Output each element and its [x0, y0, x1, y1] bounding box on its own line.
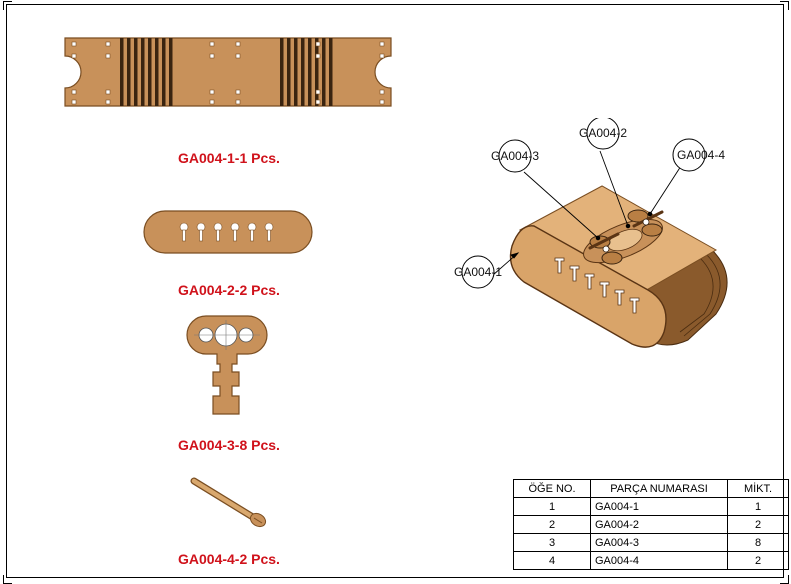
strip-hole: [315, 41, 321, 47]
bom-cell-item-no: 3: [513, 533, 591, 552]
bom-cell-item-no: 2: [513, 515, 591, 534]
strip-hole: [209, 53, 215, 59]
part-ga004-1-drawing: [64, 37, 392, 107]
part-label-ga004-3: GA004-3-8 Pcs.: [178, 437, 280, 453]
strip-hole: [105, 53, 111, 59]
strip-hole: [379, 89, 385, 95]
strip-slot: [141, 38, 145, 106]
corner-mark-top-right: [780, 1, 789, 10]
corner-mark-bottom-left: [3, 575, 12, 584]
strip-slot: [169, 38, 173, 106]
strip-slot: [120, 38, 124, 106]
bom-cell-quantity: 2: [727, 551, 789, 570]
plate-key-slot: [267, 229, 271, 242]
strip-hole: [105, 89, 111, 95]
balloon-ga004-3: GA004-3: [491, 139, 539, 173]
strip-slot: [155, 38, 159, 106]
strip-hole: [379, 53, 385, 59]
strip-hole: [315, 89, 321, 95]
strip-hole: [235, 53, 241, 59]
balloon-ga004-1: GA004-1: [454, 255, 502, 289]
corner-mark-top-left: [3, 1, 12, 10]
strip-hole: [71, 41, 77, 47]
strip-hole: [235, 41, 241, 47]
strip-slot: [148, 38, 152, 106]
strip-hole: [105, 41, 111, 47]
balloon-text-ga004-4: GA004-4: [677, 148, 725, 162]
strip-slot: [127, 38, 131, 106]
assembly-front-key-slots: [554, 257, 640, 314]
table-row: 1 GA004-1 1: [513, 497, 789, 516]
balloon-ga004-4: GA004-4: [672, 138, 725, 172]
plate-key-slot: [250, 229, 254, 242]
strip-hole: [379, 99, 385, 105]
assembly-view: GA004-3 GA004-2 GA004-4 GA004-1: [454, 118, 728, 348]
plate-key-slot: [216, 229, 220, 242]
strip-hole: [379, 41, 385, 47]
strip-slot: [280, 38, 284, 106]
assembly-pins: [588, 210, 664, 250]
part-ga004-4-drawing: [190, 477, 267, 528]
strip-slot: [329, 38, 333, 106]
strip-hole: [235, 99, 241, 105]
balloon-ga004-2: GA004-2: [579, 118, 627, 150]
strip-hole: [209, 99, 215, 105]
strip-slot: [315, 38, 319, 106]
strip-hole: [235, 89, 241, 95]
strip-hole: [315, 99, 321, 105]
bom-header-quantity: MİKT.: [727, 479, 789, 498]
plate-key-slot: [182, 229, 186, 242]
bom-header-part-number: PARÇA NUMARASI: [590, 479, 728, 498]
strip-hole: [71, 99, 77, 105]
balloon-text-ga004-1: GA004-1: [454, 265, 502, 279]
part-ga004-2-drawing: [143, 210, 313, 254]
bom-table: ÖĞE NO. PARÇA NUMARASI MİKT. 1 GA004-1 1…: [513, 479, 789, 570]
strip-slot: [134, 38, 138, 106]
drawing-frame: [6, 4, 784, 578]
bom-cell-part-number: GA004-4: [590, 551, 728, 570]
plate-key-slot: [199, 229, 203, 242]
balloon-text-ga004-3: GA004-3: [491, 149, 539, 163]
bom-cell-part-number: GA004-1: [590, 497, 728, 516]
strip-slot: [322, 38, 326, 106]
strip-hole: [71, 89, 77, 95]
bom-cell-quantity: 2: [727, 515, 789, 534]
bom-cell-item-no: 4: [513, 551, 591, 570]
bom-cell-part-number: GA004-2: [590, 515, 728, 534]
strip-slot: [301, 38, 305, 106]
strip-hole: [209, 41, 215, 47]
strip-hole: [209, 89, 215, 95]
balloon-text-ga004-2: GA004-2: [579, 126, 627, 140]
part-label-ga004-4: GA004-4-2 Pcs.: [178, 551, 280, 567]
bom-cell-item-no: 1: [513, 497, 591, 516]
bom-cell-quantity: 8: [727, 533, 789, 552]
strip-slot: [162, 38, 166, 106]
plate-key-slot: [233, 229, 237, 242]
bom-header-item-no: ÖĞE NO.: [513, 479, 591, 498]
bom-cell-part-number: GA004-3: [590, 533, 728, 552]
table-row: 4 GA004-4 2: [513, 551, 789, 570]
strip-hole: [105, 99, 111, 105]
part-label-ga004-1: GA004-1-1 Pcs.: [178, 150, 280, 166]
corner-mark-bottom-right: [780, 575, 789, 584]
table-row: 3 GA004-3 8: [513, 533, 789, 552]
strip-hole: [315, 53, 321, 59]
strip-slot: [308, 38, 312, 106]
strip-slot: [294, 38, 298, 106]
part-ga004-3-drawing: [186, 315, 268, 415]
strip-hole: [71, 53, 77, 59]
strip-slot: [287, 38, 291, 106]
part-label-ga004-2: GA004-2-2 Pcs.: [178, 282, 280, 298]
bom-cell-quantity: 1: [727, 497, 789, 516]
table-row: 2 GA004-2 2: [513, 515, 789, 534]
bom-header-row: ÖĞE NO. PARÇA NUMARASI MİKT.: [513, 479, 789, 498]
